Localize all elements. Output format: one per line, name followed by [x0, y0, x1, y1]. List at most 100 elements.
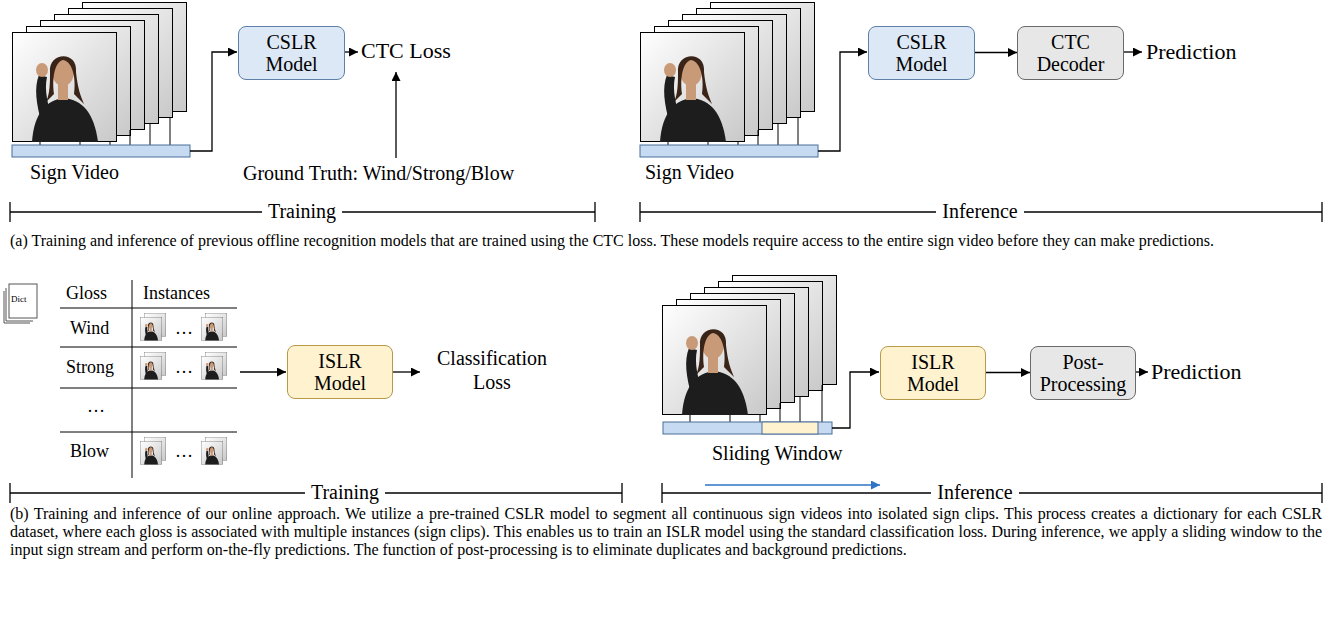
flow-arrow: [1136, 371, 1148, 372]
box-label: CSLR Model: [243, 31, 340, 75]
box-label: CTC Decoder: [1022, 31, 1119, 75]
table-lines: [60, 280, 237, 478]
thumbnail: [201, 318, 223, 341]
flow-arrow: [818, 52, 867, 151]
table-header: Gloss: [66, 283, 107, 304]
book-pages: [4, 291, 30, 323]
frame-tick: [800, 397, 801, 422]
frame-tick: [130, 130, 131, 145]
book-cover: [9, 284, 37, 318]
bracket-tick: [661, 483, 662, 503]
span-label: Inference: [936, 200, 1024, 223]
sign-video: [663, 276, 837, 435]
flow-arrow: [832, 372, 879, 428]
thumbnail: [201, 357, 223, 380]
table-cell: Strong: [66, 357, 114, 378]
frame-tick: [170, 118, 171, 145]
timeline-bar: [640, 145, 818, 157]
bracket-tick: [9, 483, 10, 503]
flow-arrow: [393, 371, 420, 372]
bracket-tick: [9, 202, 10, 222]
bracket-tick: [594, 202, 595, 222]
bracket-tick: [621, 483, 622, 503]
input-label: Sign Video: [645, 161, 734, 184]
table-cell: …: [87, 396, 105, 417]
icon-label: Dict: [11, 294, 27, 304]
video-frame: [641, 33, 745, 143]
table-cell: Blow: [70, 441, 109, 462]
box-label: ISLR Model: [885, 351, 981, 395]
table-cell: …: [175, 357, 193, 378]
frame-ticks: [668, 118, 798, 145]
frame-tick: [150, 124, 151, 145]
table-rule: [60, 347, 237, 348]
frame-tick: [778, 124, 779, 145]
frame-ticks: [40, 118, 170, 145]
span-label: Training: [262, 200, 342, 223]
timeline-bar: [663, 422, 832, 434]
video-frame: [13, 33, 117, 143]
frame-ticks: [690, 385, 822, 422]
flow-arrow: [1124, 51, 1142, 52]
frame-tick: [822, 385, 823, 422]
ground-truth-label: Ground Truth: Wind/Strong/Blow: [243, 162, 514, 185]
bracket-tick: [639, 202, 640, 222]
postprocess-box: Post- Processing: [1030, 346, 1136, 400]
bracket-tick: [1321, 483, 1322, 503]
book-pages: [6, 288, 33, 321]
span-label: Inference: [931, 481, 1019, 504]
input-label: Sign Video: [30, 161, 119, 184]
span-label: Training: [305, 481, 385, 504]
output-label: Prediction: [1151, 359, 1241, 384]
thumbnail: [201, 442, 223, 465]
subcaption: (a) Training and inference of previous o…: [10, 232, 1322, 250]
model-box: CSLR Model: [868, 26, 975, 80]
table-rule: [60, 432, 237, 433]
bracket-tick: [1321, 202, 1322, 222]
flow-arrow: [190, 52, 237, 151]
flow-arrow: [345, 51, 358, 52]
window-label: Sliding Window: [712, 442, 843, 465]
table-rule: [60, 388, 237, 389]
frame-tick: [690, 415, 691, 422]
table-cell: …: [175, 441, 193, 462]
window-highlight: [762, 422, 818, 434]
timeline-bar: [12, 145, 190, 157]
table-header: Instances: [143, 283, 210, 304]
flow-arrow: [975, 52, 1017, 53]
video-frame: [663, 306, 767, 416]
box-label: Post- Processing: [1035, 351, 1131, 395]
output-label: Prediction: [1146, 39, 1236, 64]
frame-tick: [798, 118, 799, 145]
sliding-arrow: [705, 484, 880, 486]
decoder-box: CTC Decoder: [1017, 26, 1124, 80]
loss-label: CTC Loss: [361, 38, 451, 63]
table-cell: …: [175, 318, 193, 339]
subcaption: (b) Training and inference of our online…: [10, 505, 1322, 559]
table-divider: [132, 280, 133, 478]
thumbnail: [140, 357, 162, 380]
model-box: CSLR Model: [238, 26, 345, 80]
frame-tick: [758, 130, 759, 145]
flow-arrow: [395, 72, 396, 158]
model-box: ISLR Model: [880, 346, 986, 400]
frame-tick: [760, 415, 761, 422]
frame-tick: [780, 403, 781, 422]
sign-video: [12, 3, 190, 158]
flow-arrow: [240, 371, 286, 372]
table-rule: [60, 308, 237, 309]
thumbnail: [140, 442, 162, 465]
table-cell: Wind: [70, 318, 109, 339]
book-icon: [4, 284, 37, 323]
instance-thumbnails: [140, 314, 227, 465]
flow-arrow: [986, 372, 1030, 373]
loss-label: Classification Loss: [417, 346, 567, 394]
model-box: ISLR Model: [287, 345, 393, 399]
box-label: ISLR Model: [292, 350, 388, 394]
sign-video: [640, 3, 818, 158]
box-label: CSLR Model: [873, 31, 970, 75]
thumbnail: [140, 318, 162, 341]
frame-tick: [730, 415, 731, 422]
